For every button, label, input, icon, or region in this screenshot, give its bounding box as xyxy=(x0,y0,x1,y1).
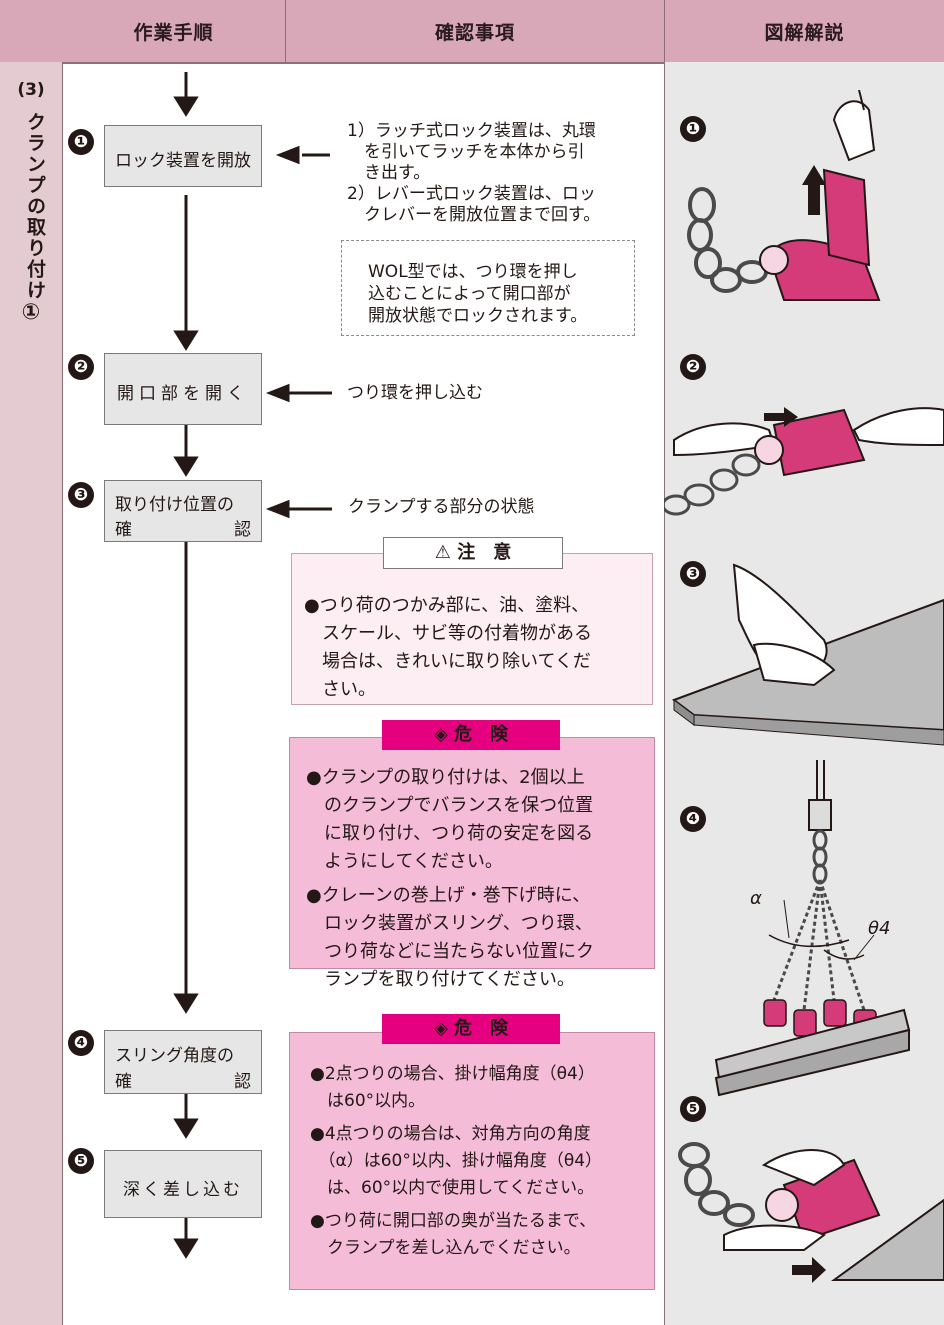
step-3-box: 取り付け位置の 確 認 xyxy=(104,480,262,542)
header-check-items: 確認事項 xyxy=(434,21,515,44)
step-2-label: 開口部を開く xyxy=(117,384,249,404)
step-2-number: ❷ xyxy=(68,354,94,380)
step-4-label-right: 認 xyxy=(234,1072,251,1092)
caution-line: ●つり荷のつかみ部に、油、塗料、 xyxy=(304,595,590,616)
wol-note-box: WOL型では、つり環を押し 込むことによって開口部が 開放状態でロックされます。 xyxy=(341,240,635,336)
step-3-label-left: 確 xyxy=(115,520,132,540)
danger-1-line: ランプを取り付けてください。 xyxy=(306,969,575,990)
check-1-line: き出す。 xyxy=(347,163,431,183)
caution-text: ●つり荷のつかみ部に、油、塗料、 スケール、サビ等の付着物がある 場合は、きれい… xyxy=(304,592,592,704)
sling-angle-illustration xyxy=(714,760,911,1097)
alpha-label: α xyxy=(750,888,762,909)
wol-note-text: WOL型では、つり環を押し 込むことによって開口部が 開放状態でロックされます。 xyxy=(368,261,587,327)
danger-2-line: （α）は60°以内、掛け幅角度（θ4） xyxy=(310,1151,603,1171)
danger-2-line: ●つり荷に開口部の奥が当たるまで、 xyxy=(310,1211,597,1231)
step-1-label: ロック装置を開放 xyxy=(115,151,251,171)
flow-arrows xyxy=(173,72,332,1259)
illustration-1-number: ❶ xyxy=(680,116,706,142)
section-title: クランプの取り付け xyxy=(24,112,46,301)
illustration-5-number: ❺ xyxy=(680,1096,706,1122)
header-divider xyxy=(285,0,286,62)
header-procedure: 作業手順 xyxy=(133,21,214,44)
insert-deep-illustration xyxy=(678,1142,944,1283)
danger-1-line: ロック装置がスリング、つり環、 xyxy=(306,913,593,934)
check-1-line: 1）ラッチ式ロック装置は、丸環 xyxy=(347,121,596,141)
illustration-4-number: ❹ xyxy=(680,806,706,832)
section-number: (3) xyxy=(17,80,45,100)
danger-box-2: ●2点つりの場合、掛け幅角度（θ4） は60°以内。 ●4点つりの場合は、対角方… xyxy=(289,1032,655,1290)
section-side-column xyxy=(0,62,63,1325)
step-2-box: 開口部を開く xyxy=(104,353,262,425)
theta-label: θ4 xyxy=(868,918,891,939)
danger-box-1: ●クランプの取り付けは、2個以上 のクランプでバランスを保つ位置 に取り付け、つ… xyxy=(289,737,655,990)
step-3-number: ❸ xyxy=(68,482,94,508)
danger-1-line: のクランプでバランスを保つ位置 xyxy=(306,795,594,816)
clamp-unlock-illustration xyxy=(687,90,881,301)
step-3-label-right: 認 xyxy=(234,520,251,540)
danger-1-line: ようにしてください。 xyxy=(306,851,503,872)
caution-line: 場合は、きれいに取り除いてくだ xyxy=(304,651,591,672)
warning-triangle-icon: ⚠ xyxy=(434,542,451,563)
wol-note-line: WOL型では、つり環を押し xyxy=(368,262,578,282)
danger-1-text: ●クランプの取り付けは、2個以上 のクランプでバランスを保つ位置 に取り付け、つ… xyxy=(306,764,594,994)
wol-note-line: 開放状態でロックされます。 xyxy=(368,306,588,326)
check-3-text: クランプする部分の状態 xyxy=(348,497,535,517)
danger-1-line: つり荷などに当たらない位置にク xyxy=(306,941,594,962)
danger-label-1: ◈ 危 険 xyxy=(382,720,560,750)
step-3-label-top: 取り付け位置の xyxy=(115,495,234,515)
step-5-label: 深く差し込む xyxy=(123,1180,243,1200)
step-1-number: ❶ xyxy=(68,129,94,155)
wol-note-line: 込むことによって開口部が xyxy=(368,284,571,304)
step-4-label-left: 確 xyxy=(115,1072,132,1092)
section-part-number: ① xyxy=(21,300,41,325)
check-1-line: を引いてラッチを本体から引 xyxy=(347,142,585,162)
check-1-line: 2）レバー式ロック装置は、ロッ xyxy=(347,184,596,204)
step-4-box: スリング角度の 確 認 xyxy=(104,1030,262,1094)
danger-1-line: に取り付け、つり荷の安定を図る xyxy=(306,823,594,844)
check-1-line: クレバーを開放位置まで回す。 xyxy=(347,205,601,225)
danger-diamond-icon: ◈ xyxy=(433,724,448,745)
danger-diamond-icon: ◈ xyxy=(433,1018,448,1039)
step-5-box: 深く差し込む xyxy=(104,1150,262,1218)
caution-line: さい。 xyxy=(304,679,376,700)
header-divider xyxy=(664,0,665,62)
illustration-2-number: ❷ xyxy=(680,354,706,380)
danger-1-label-text: 危 険 xyxy=(454,724,509,745)
danger-2-line: は、60°以内で使用してください。 xyxy=(310,1178,595,1198)
table-header: 作業手順 確認事項 図解解説 xyxy=(0,0,944,64)
open-jaw-illustration xyxy=(664,407,944,516)
wipe-surface-illustration xyxy=(671,563,944,746)
danger-2-label-text: 危 険 xyxy=(454,1018,509,1039)
illustration-3-number: ❸ xyxy=(680,561,706,587)
caution-box: ●つり荷のつかみ部に、油、塗料、 スケール、サビ等の付着物がある 場合は、きれい… xyxy=(291,553,653,705)
danger-2-line: クランプを差し込んでください。 xyxy=(310,1238,581,1258)
caution-line: スケール、サビ等の付着物がある xyxy=(304,623,592,644)
danger-2-line: ●4点つりの場合は、対角方向の角度 xyxy=(310,1124,591,1144)
step-1-box: ロック装置を開放 xyxy=(104,125,262,187)
danger-2-line: は60°以内。 xyxy=(310,1091,426,1111)
step-5-number: ❺ xyxy=(68,1148,94,1174)
step-4-label-top: スリング角度の xyxy=(115,1046,234,1066)
caution-label-text: 注 意 xyxy=(457,542,512,563)
danger-1-line: ●クランプの取り付けは、2個以上 xyxy=(306,767,585,788)
caution-label: ⚠ 注 意 xyxy=(383,537,563,569)
danger-2-line: ●2点つりの場合、掛け幅角度（θ4） xyxy=(310,1064,595,1084)
check-2-text: つり環を押し込む xyxy=(347,383,483,403)
check-1-text: 1）ラッチ式ロック装置は、丸環 を引いてラッチを本体から引 き出す。 2）レバー… xyxy=(347,121,600,226)
step-4-number: ❹ xyxy=(68,1030,94,1056)
header-illustration: 図解解説 xyxy=(764,21,845,44)
danger-2-text: ●2点つりの場合、掛け幅角度（θ4） は60°以内。 ●4点つりの場合は、対角方… xyxy=(310,1061,602,1262)
danger-1-line: ●クレーンの巻上げ・巻下げ時に、 xyxy=(306,885,591,906)
danger-label-2: ◈ 危 険 xyxy=(382,1014,560,1044)
